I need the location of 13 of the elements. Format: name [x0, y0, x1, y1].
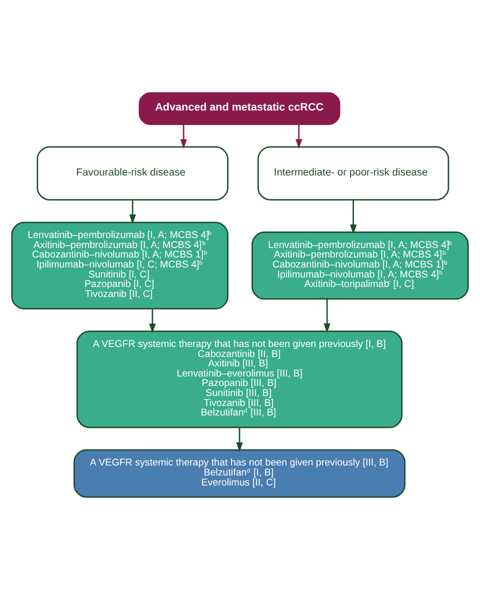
- node-box: Intermediate- or poor-risk disease: [257, 146, 450, 201]
- arrow: [180, 124, 187, 149]
- node-box: A VEGFR systemic therapy that has not been given previously [I, B] Cabozantinib [II, B] Axitinib [III, B] Lenvatinib–everolimus [III, B] Pazopanib [III, B] Sunitinib [III, B] Tivozanib [III, B] Belzutifan$^{d}$ [III, B]: [76, 330, 403, 428]
- node-box: Advanced and metastatic ccRCC: [138, 92, 340, 125]
- arrow: [236, 428, 243, 452]
- arrow: [295, 124, 302, 149]
- arrow: [324, 299, 330, 333]
- arrow: [129, 200, 136, 224]
- arrow: [350, 200, 357, 234]
- node-box: Lenvatinib–pembrolizumab [I, A; MCBS 4]$^{b}$ Axitinib–pembrolizumab [I, A; MCBS 4]$^{b}$ Cabozantinib–nivolumab [I, A; MCBS 1]$^{b}$ Ipilimumab–nivolumab [I, C; MCBS 4]$^{b}$ Sunitinib [I, C] Pazopanib [I, C] Tivozanib [II, C]: [11, 222, 228, 310]
- arrow: [149, 308, 156, 334]
- node-box: A VEGFR systemic therapy that has not been given previously [III, B] Belzutifan$^{d}$ [I, B] Everolimus [II, C]: [74, 449, 406, 498]
- node-box: Favourable-risk disease: [36, 146, 228, 201]
